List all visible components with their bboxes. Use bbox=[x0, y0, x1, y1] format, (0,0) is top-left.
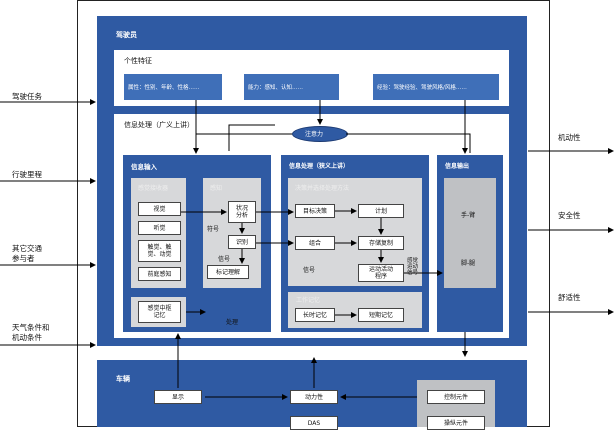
short-term-memory: 短期记忆 bbox=[358, 308, 404, 322]
info-processing-title: 信息处理（广义上讲） bbox=[124, 121, 194, 129]
narrow-signal-label: 信号 bbox=[303, 267, 316, 274]
vehicle-dynamics: 动力性 bbox=[290, 390, 338, 404]
perception-sign: 标记理解 bbox=[207, 265, 249, 279]
decision-title: 决策并选择处理方法 bbox=[295, 185, 350, 192]
box-goal-decision: 目标决策 bbox=[295, 204, 335, 218]
vehicle-title: 车辆 bbox=[116, 375, 130, 383]
input-label-traffic: 其它交通 参与者 bbox=[12, 244, 42, 263]
output-hand-arm: 手-臂 bbox=[461, 212, 476, 219]
attention-label: 注意力 bbox=[305, 131, 324, 138]
box-storage: 存储复制 bbox=[358, 236, 404, 250]
receiver-vestibular: 前庭感知 bbox=[138, 267, 181, 281]
receiver-hearing: 听觉 bbox=[138, 221, 181, 235]
output-gray-panel bbox=[444, 178, 496, 288]
feedback-memory: 感觉中枢 记忆 bbox=[138, 301, 181, 323]
receiver-vision: 视觉 bbox=[138, 202, 181, 216]
receiver-touch: 触觉、触 觉、动觉 bbox=[138, 240, 181, 262]
traits-title: 个性特征 bbox=[124, 57, 152, 65]
narrow-processing-title: 信息处理（狭义上讲） bbox=[289, 163, 350, 170]
box-motor-program: 运动活动 程序 bbox=[358, 264, 404, 282]
output-label-safety: 安全性 bbox=[558, 211, 581, 220]
input-label-task: 驾驶任务 bbox=[12, 92, 42, 101]
driver-title: 驾驶员 bbox=[116, 31, 137, 39]
box-combine: 组合 bbox=[295, 236, 335, 250]
info-input-title: 信息输入 bbox=[131, 163, 157, 171]
output-foot-leg: 脚-腿 bbox=[461, 260, 476, 267]
output-label-mobility: 机动性 bbox=[558, 133, 581, 142]
trait-experience: 经验：驾驶经验、驾驶风格/风格…… bbox=[373, 74, 499, 100]
perception-signal-label: 信号 bbox=[218, 256, 231, 263]
perception-situation: 状况 分析 bbox=[228, 201, 256, 223]
info-output-title: 信息输出 bbox=[445, 163, 470, 170]
trait-ability: 能力：感知、认知…… bbox=[244, 74, 339, 100]
perception-title: 感知 bbox=[210, 185, 223, 192]
box-plan: 计划 bbox=[358, 204, 404, 218]
perception-symbol-label: 符号 bbox=[207, 226, 220, 233]
perception-recognition: 识别 bbox=[228, 235, 256, 249]
output-label-comfort: 舒适性 bbox=[558, 293, 581, 302]
receivers-title: 感觉接收器 bbox=[138, 185, 169, 192]
working-memory-title: 工作记忆 bbox=[296, 297, 321, 304]
vehicle-control-element: 控制元件 bbox=[427, 390, 485, 404]
process-label: 处理 bbox=[226, 319, 239, 326]
vehicle-display: 显示 bbox=[154, 390, 202, 404]
long-term-memory: 长时记忆 bbox=[295, 308, 335, 322]
input-label-weather: 天气条件和 机动条件 bbox=[12, 323, 50, 342]
trait-attribute: 属性：性别、年龄、性格…… bbox=[124, 74, 222, 100]
input-label-mileage: 行驶里程 bbox=[12, 170, 42, 179]
